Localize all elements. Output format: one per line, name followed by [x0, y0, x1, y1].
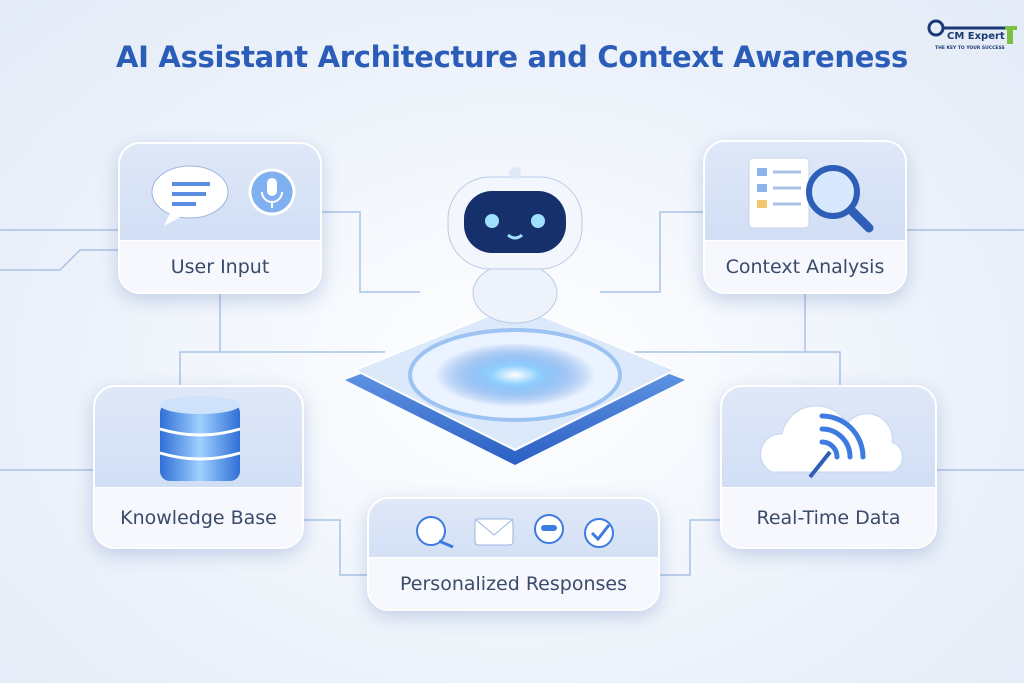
cloud-signal-icon [760, 405, 903, 479]
mail-icon [474, 518, 514, 546]
node-real-time-data: Real-Time Data [720, 385, 937, 549]
node-personalized-responses: Personalized Responses [367, 497, 660, 611]
node-user-input: User Input [118, 142, 322, 294]
robot-platform [345, 167, 685, 465]
node-label: Knowledge Base [95, 487, 302, 547]
robot-icon [447, 167, 583, 324]
node-label: Context Analysis [705, 240, 905, 292]
document-icon [748, 157, 874, 233]
logo: CM Expert THE KEY TO YOUR SUCCESS [925, 18, 1020, 58]
node-context-analysis: Context Analysis [703, 140, 907, 294]
node-knowledge-base: Knowledge Base [93, 385, 304, 549]
platform-icon [345, 303, 685, 465]
node-label: User Input [120, 240, 320, 292]
check-icon [584, 518, 614, 548]
magnifier-icon [806, 165, 860, 219]
node-label: Real-Time Data [722, 487, 935, 547]
logo-tagline: THE KEY TO YOUR SUCCESS [935, 46, 1005, 51]
logo-name: CM Expert [947, 31, 1005, 42]
page-title: AI Assistant Architecture and Context Aw… [116, 40, 908, 74]
user-icon [416, 516, 454, 549]
key-icon [927, 19, 1017, 44]
database-icon [159, 396, 241, 481]
chat-icon [534, 514, 564, 544]
chat-bubble-icon [151, 165, 296, 226]
node-label: Personalized Responses [369, 557, 658, 609]
